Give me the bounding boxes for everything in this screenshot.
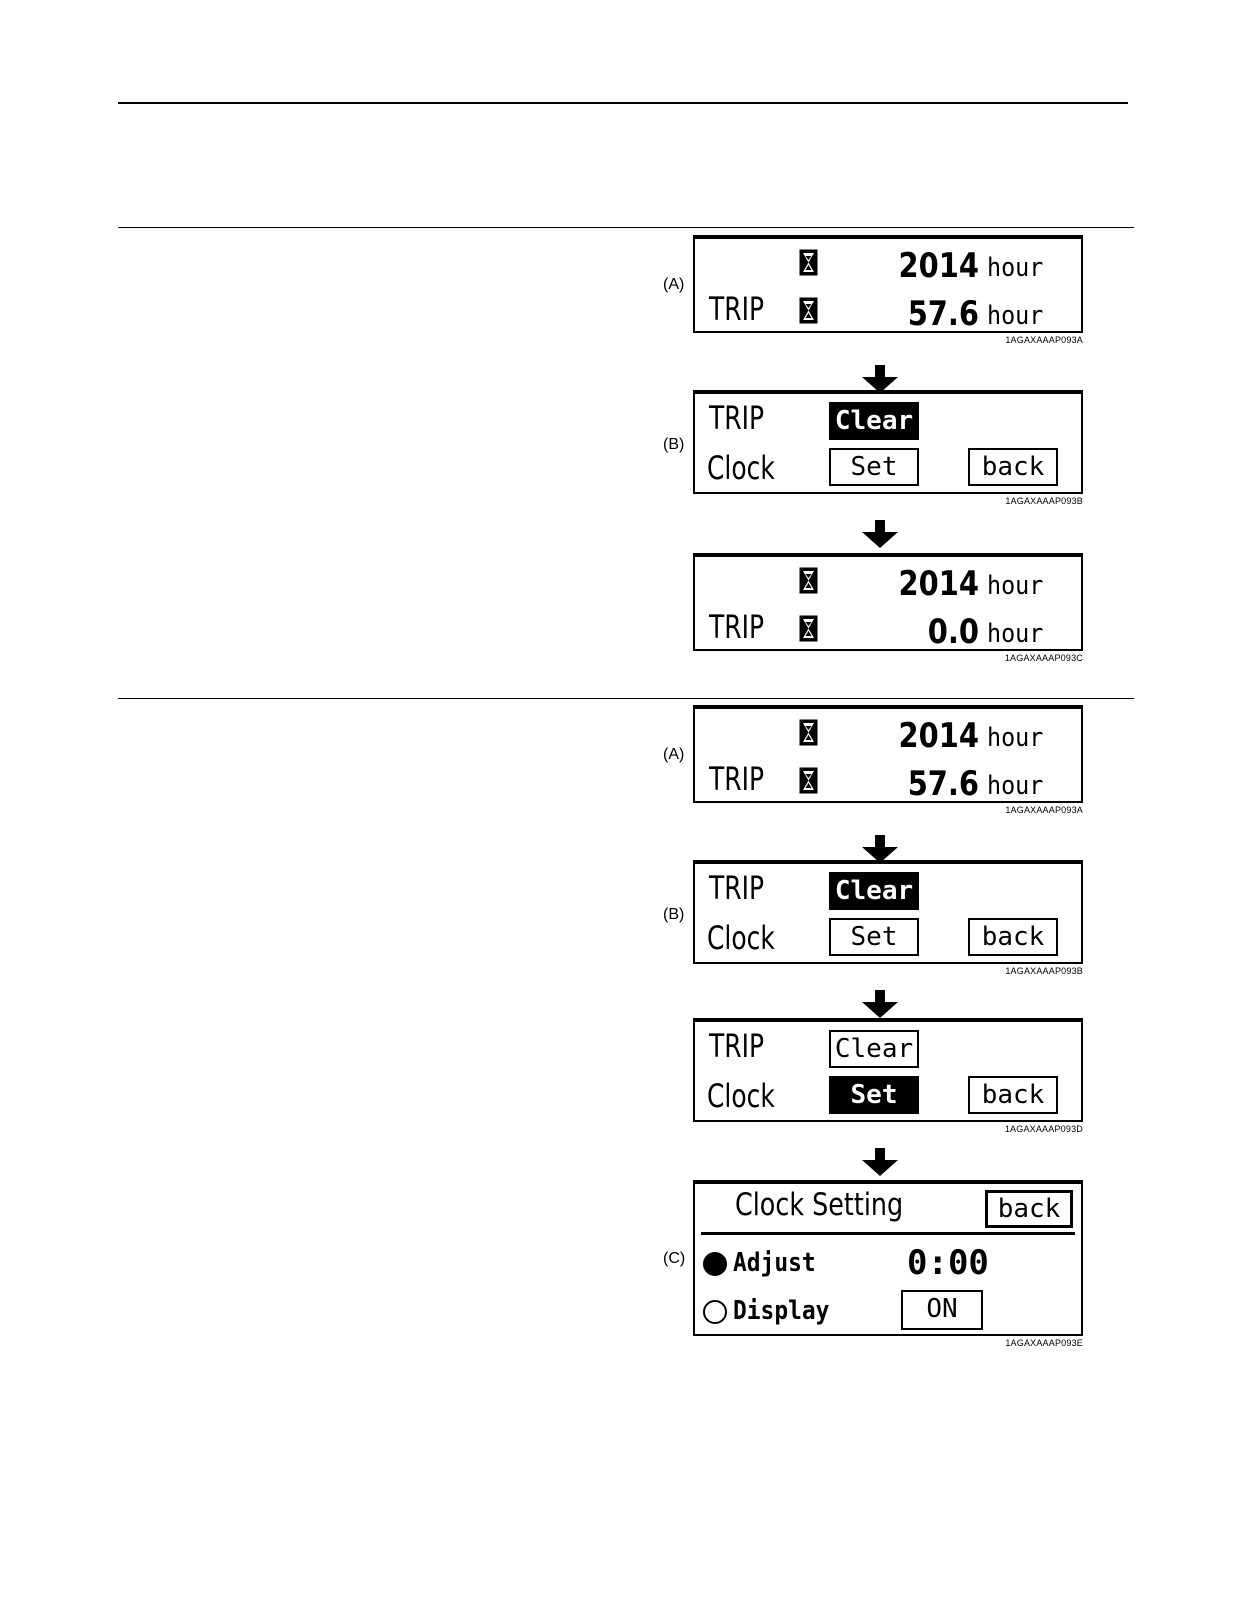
total-hours-value: 2014	[898, 716, 979, 756]
figure-label-a: (A)	[663, 746, 685, 763]
radio-selected-icon[interactable]	[703, 1252, 727, 1276]
back-button[interactable]: back	[968, 1076, 1058, 1114]
menu-clock-label: Clock	[707, 449, 775, 487]
trip-hours-unit: hour	[987, 771, 1044, 801]
total-hours-value: 2014	[898, 246, 979, 286]
menu-trip-label: TRIP	[709, 869, 765, 907]
header-rule	[118, 102, 1128, 104]
set-button[interactable]: Set	[829, 918, 919, 956]
back-button[interactable]: back	[985, 1190, 1073, 1228]
lcd-menu: TRIP Clear Clock Set back	[693, 390, 1083, 494]
figure-menu-b-2: (B) TRIP Clear Clock Set back 1AGAXAAAP0…	[663, 860, 1083, 1018]
figure-label-b: (B)	[663, 436, 685, 453]
total-hours-unit: hour	[987, 253, 1044, 283]
figure-label-a: (A)	[663, 276, 685, 293]
figure-hourmeter-a: (A) 2014 hour TRIP 57.6 hour 1AGAXAAAP09…	[663, 235, 1083, 393]
menu-clock-label: Clock	[707, 1077, 775, 1115]
lcd-menu: TRIP Clear Clock Set back	[693, 1018, 1083, 1122]
trip-label: TRIP	[709, 608, 765, 646]
figure-code: 1AGAXAAAP093B	[1005, 966, 1083, 976]
figure-hourmeter-a-2: (A) 2014 hour TRIP 57.6 hour 1AGAXAAAP09…	[663, 705, 1083, 863]
figure-label-c: (C)	[663, 1250, 686, 1267]
lcd-hourmeter: 2014 hour TRIP 0.0 hour	[693, 553, 1083, 651]
menu-trip-label: TRIP	[709, 1027, 765, 1065]
lcd-hourmeter: 2014 hour TRIP 57.6 hour	[693, 705, 1083, 803]
lcd-menu: TRIP Clear Clock Set back	[693, 860, 1083, 964]
section-rule-1	[118, 227, 1134, 228]
clock-time-value: 0:00	[907, 1243, 989, 1283]
clear-button[interactable]: Clear	[829, 872, 919, 910]
total-hours-value: 2014	[898, 564, 979, 604]
section-rule-2	[118, 698, 1134, 699]
figure-code: 1AGAXAAAP093C	[1004, 653, 1083, 663]
header-divider	[701, 1232, 1075, 1235]
figure-code: 1AGAXAAAP093E	[1005, 1338, 1083, 1348]
total-hours-unit: hour	[987, 723, 1044, 753]
adjust-label: Adjust	[733, 1248, 816, 1278]
figure-label-b: (B)	[663, 906, 685, 923]
hourglass-icon	[799, 567, 818, 594]
back-button[interactable]: back	[968, 448, 1058, 486]
clock-setting-title: Clock Setting	[735, 1187, 904, 1223]
trip-hours-value: 0.0	[927, 612, 979, 652]
hourglass-icon	[799, 719, 818, 746]
set-button[interactable]: Set	[829, 1076, 919, 1114]
menu-clock-label: Clock	[707, 919, 775, 957]
figure-code: 1AGAXAAAP093B	[1005, 496, 1083, 506]
hourglass-icon	[799, 249, 818, 276]
back-button[interactable]: back	[968, 918, 1058, 956]
display-toggle-button[interactable]: ON	[901, 1290, 983, 1330]
figure-code: 1AGAXAAAP093A	[1005, 805, 1083, 815]
figure-code: 1AGAXAAAP093A	[1005, 335, 1083, 345]
trip-hours-value: 57.6	[907, 764, 979, 804]
radio-unselected-icon[interactable]	[703, 1300, 727, 1324]
total-hours-unit: hour	[987, 571, 1044, 601]
clear-button[interactable]: Clear	[829, 402, 919, 440]
clear-button[interactable]: Clear	[829, 1030, 919, 1068]
trip-label: TRIP	[709, 760, 765, 798]
figure-code: 1AGAXAAAP093D	[1004, 1124, 1083, 1134]
trip-hours-unit: hour	[987, 619, 1044, 649]
hourglass-icon	[799, 767, 818, 794]
lcd-clock-setting: Clock Setting back Adjust 0:00 Display O…	[693, 1180, 1083, 1336]
figure-clock-setting-c: (C) Clock Setting back Adjust 0:00 Displ…	[663, 1180, 1083, 1348]
set-button[interactable]: Set	[829, 448, 919, 486]
trip-label: TRIP	[709, 290, 765, 328]
lcd-hourmeter: 2014 hour TRIP 57.6 hour	[693, 235, 1083, 333]
hourglass-icon	[799, 297, 818, 324]
hourglass-icon	[799, 615, 818, 642]
display-label: Display	[733, 1296, 830, 1326]
trip-hours-unit: hour	[987, 301, 1044, 331]
figure-menu-set-selected: TRIP Clear Clock Set back 1AGAXAAAP093D	[693, 1018, 1083, 1176]
trip-hours-value: 57.6	[907, 294, 979, 334]
figure-hourmeter-cleared: 2014 hour TRIP 0.0 hour 1AGAXAAAP093C	[693, 553, 1083, 663]
figure-menu-b: (B) TRIP Clear Clock Set back 1AGAXAAAP0…	[663, 390, 1083, 548]
menu-trip-label: TRIP	[709, 399, 765, 437]
